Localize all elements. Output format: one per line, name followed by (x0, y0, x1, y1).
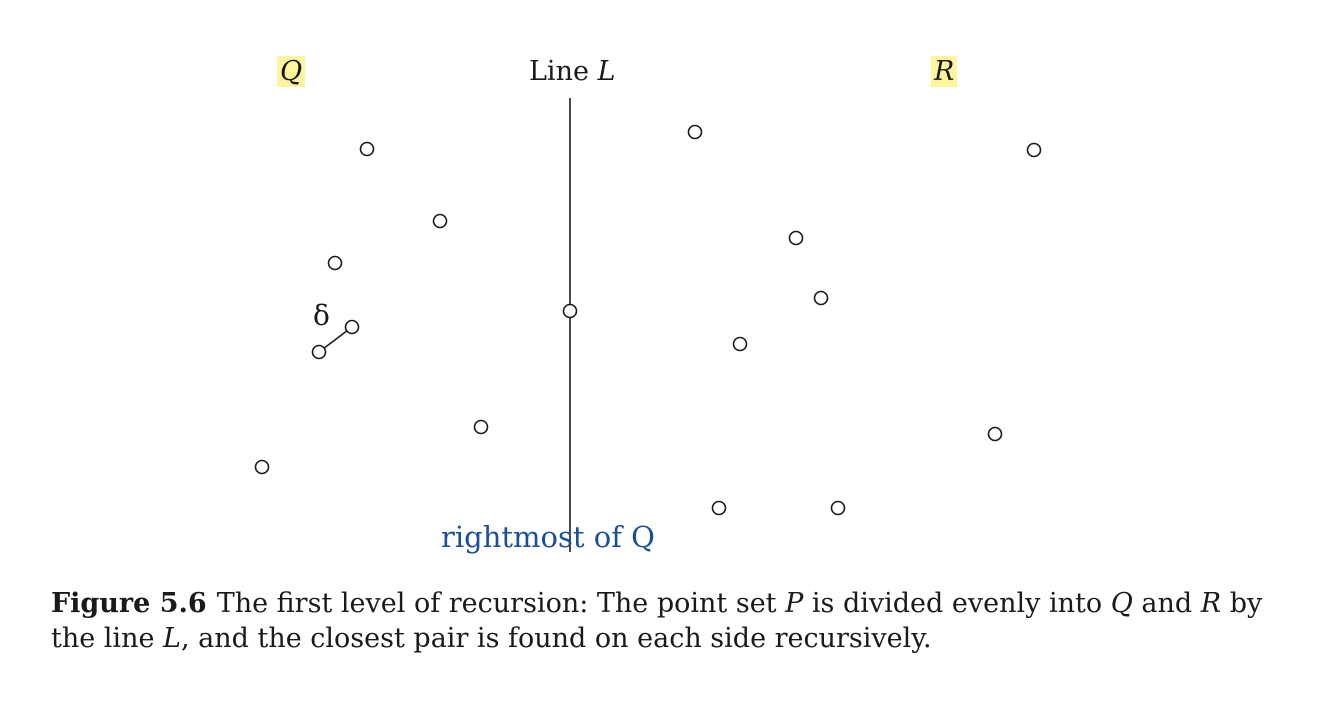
caption-text: The first level of recursion: The point … (51, 588, 1262, 654)
point-q (327, 255, 343, 271)
point-r (788, 230, 804, 246)
point-r (813, 290, 829, 306)
closest-pair-point (344, 319, 360, 335)
point-q (254, 459, 270, 475)
line-l-label-prefix: Line (529, 56, 598, 87)
caption-text-run: by the line (51, 588, 1263, 654)
point-r (1026, 142, 1042, 158)
rightmost-of-q-annotation: rightmost of Q (441, 520, 655, 554)
figure-number: Figure 5.6 (51, 588, 207, 619)
set-q-label: Q (277, 56, 306, 87)
caption-text-run: , and the closest pair is found on each … (180, 623, 932, 654)
set-r-label: R (931, 56, 958, 87)
caption-text-run: is divided evenly into (803, 588, 1111, 619)
rightmost-point-of-q (562, 303, 578, 319)
closest-pair-point (311, 344, 327, 360)
figure-caption: Figure 5.6 The first level of recursion: … (51, 586, 1281, 656)
caption-text-run: The first level of recursion: The point … (216, 588, 786, 619)
caption-variable: L (163, 623, 181, 654)
caption-variable: P (785, 588, 804, 619)
point-q (473, 419, 489, 435)
set-r-label-text: R (931, 56, 958, 87)
caption-variable: R (1200, 588, 1222, 619)
line-l-label: Line L (529, 58, 615, 85)
point-r (987, 426, 1003, 442)
point-r (732, 336, 748, 352)
point-q (432, 213, 448, 229)
caption-text-run: and (1132, 588, 1201, 619)
line-l-label-var: L (597, 56, 616, 87)
caption-variable: Q (1110, 588, 1133, 619)
point-r (711, 500, 727, 516)
point-r (687, 124, 703, 140)
figure-diagram (254, 98, 1042, 552)
delta-label: δ (313, 299, 330, 332)
point-r (830, 500, 846, 516)
point-q (359, 141, 375, 157)
set-q-label-text: Q (277, 56, 306, 87)
